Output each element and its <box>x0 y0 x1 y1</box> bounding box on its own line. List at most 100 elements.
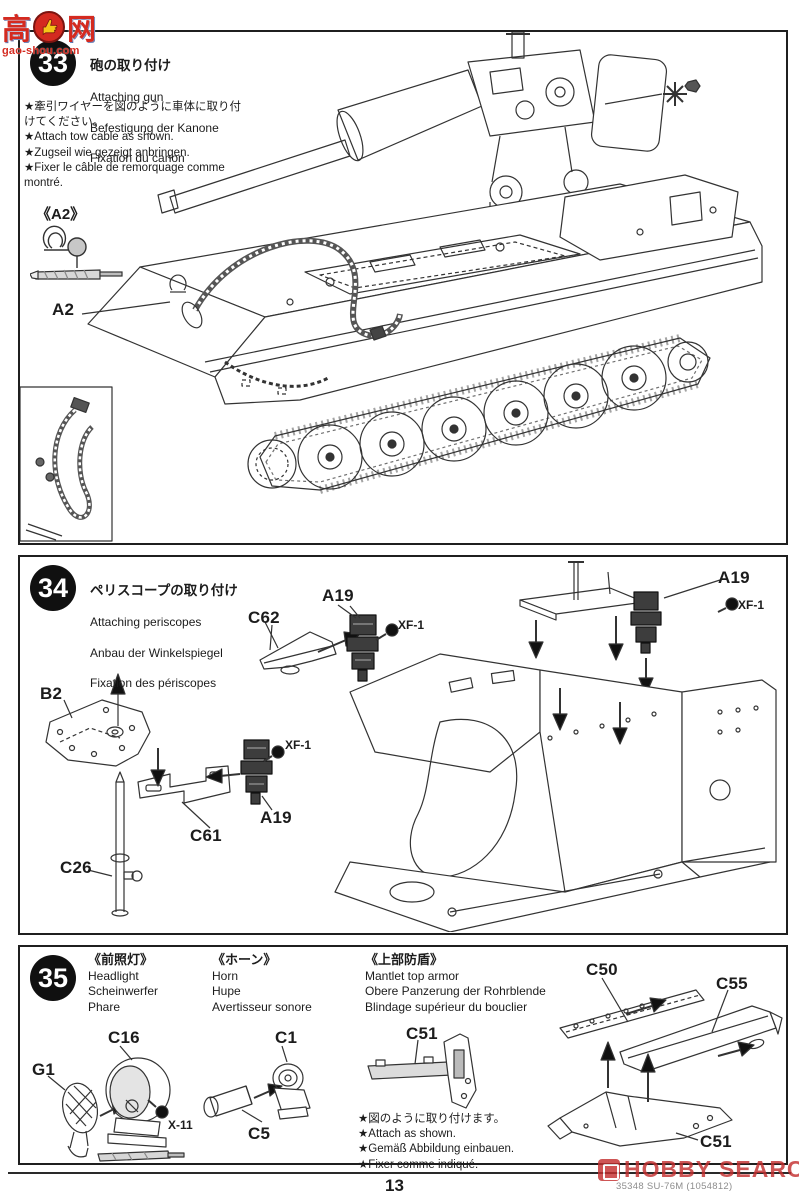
thumbs-up-glyph <box>42 19 58 36</box>
part-label-c51-left: C51 <box>406 1024 438 1043</box>
tow-cable <box>181 237 403 341</box>
note-en: ★Attach as shown. <box>358 1128 456 1141</box>
horn-section-header: 《ホーン》 Horn Hupe Avertisseur sonore <box>212 952 312 1016</box>
paint-label-xf1-right: XF-1 <box>738 598 765 612</box>
horn-ja: 《ホーン》 <box>212 952 277 967</box>
c1-part <box>272 1063 311 1120</box>
step-33-illustration <box>20 32 763 542</box>
gaoshou-watermark: 高 网 gao-shou.com <box>2 6 112 57</box>
c51-base-part <box>547 1091 733 1147</box>
mantlet-ja: 《上部防盾》 <box>365 952 444 967</box>
part-label-c26: C26 <box>60 858 92 877</box>
a2-part-label: A2 <box>52 300 75 319</box>
grease-mark-icon <box>604 79 701 106</box>
note-fr: ★Fixer comme indiqué. <box>358 1158 479 1171</box>
mantlet-en: Mantlet top armor <box>365 968 460 983</box>
arrow-into-c61 <box>150 748 166 787</box>
step-34-title-fr: Fixation des périscopes <box>90 676 217 691</box>
part-label-c55: C55 <box>716 974 748 993</box>
hobby-search-text: HOBBY SEARCH <box>624 1156 799 1182</box>
step-35-number: 35 <box>37 962 69 993</box>
step-33-title-ja: 砲の取り付け <box>90 58 171 74</box>
footer-rule <box>8 1172 791 1174</box>
part-label-c50: C50 <box>586 960 618 979</box>
step-35-illustration <box>47 977 783 1162</box>
step-33-title-en: Attaching gun <box>90 89 164 104</box>
note-de: ★Gemäß Abbildung einbauen. <box>358 1143 515 1156</box>
page-number: 13 <box>385 1176 404 1195</box>
a2-shackle-parts-icon <box>30 225 123 280</box>
note-ja: ★牽引ワイヤーを図のように車体に取り付けてください。 <box>24 101 241 129</box>
part-label-b2: B2 <box>40 684 63 703</box>
headlight-section-header: 《前照灯》 Headlight Scheinwerfer Phare <box>88 952 158 1016</box>
paint-dot-xf1-top <box>375 623 399 641</box>
a19-top-part <box>346 614 379 682</box>
arrow-into-c55-top <box>625 997 667 1015</box>
hull <box>87 174 763 405</box>
a19-right-part <box>630 591 662 654</box>
step-34-number-badge: 34 <box>30 565 76 611</box>
step-34-illustration <box>45 561 777 932</box>
step-34-number: 34 <box>37 572 69 603</box>
step-35-note: ★図のように取り付けます。 ★Attach as shown. ★Gemäß A… <box>358 1112 593 1173</box>
paint-dot-x11 <box>147 1099 169 1119</box>
step-34-titles: ペリスコープの取り付け Attaching periscopes Anbau d… <box>90 567 238 707</box>
horn-fr: Avertisseur sonore <box>212 1000 312 1015</box>
step-33-number-badge: 33 <box>30 40 76 86</box>
step-34-title-en: Attaching periscopes <box>90 614 202 629</box>
gaoshou-char-left: 高 <box>2 14 32 46</box>
note-ja: ★図のように取り付けます。 <box>358 1113 506 1125</box>
part-label-c5: C5 <box>248 1124 271 1143</box>
c5-part <box>203 1085 253 1118</box>
part-label-c16: C16 <box>108 1028 140 1047</box>
fighting-compartment <box>334 653 777 932</box>
a19-mid-part <box>240 739 273 805</box>
part-label-a19-mid: A19 <box>260 808 292 827</box>
a2-leader <box>81 274 187 315</box>
mantlet-section-header: 《上部防盾》 Mantlet top armor Obere Panzerung… <box>365 952 546 1016</box>
b2-part <box>45 673 151 767</box>
horn-en: Horn <box>212 968 239 983</box>
step-33-number: 33 <box>37 47 69 78</box>
paint-dot-xf1-right <box>717 597 739 613</box>
hobby-search-logo-icon <box>598 1158 620 1181</box>
paint-label-xf1-mid: XF-1 <box>285 738 312 752</box>
c26-part <box>110 771 143 917</box>
horn-de: Hupe <box>212 984 241 999</box>
gaoshou-char-right: 网 <box>67 14 97 46</box>
c51-left-part <box>367 1033 477 1109</box>
inset-detail-box <box>20 386 113 542</box>
c51-up-arrows <box>600 1041 656 1102</box>
cable-attachment-dashed <box>224 360 331 395</box>
headlight-fr: Phare <box>88 1000 121 1015</box>
step-34-title-de: Anbau der Winkelspiegel <box>90 645 223 660</box>
gaoshou-url: gao-shou.com <box>2 45 80 57</box>
g1-lens-part <box>61 1082 185 1162</box>
part-label-a19-right: A19 <box>718 568 750 587</box>
a19-to-c61-arrow <box>205 768 241 784</box>
note-en: ★Attach tow cable as shown. <box>24 131 174 144</box>
part-label-g1: G1 <box>32 1060 56 1079</box>
note-fr: ★Fixer le câble de remorquage comme mont… <box>24 161 225 189</box>
step-33-titles: 砲の取り付け Attaching gun Befestigung der Kan… <box>90 42 219 182</box>
running-gear <box>247 334 711 494</box>
headlight-ja: 《前照灯》 <box>88 952 154 967</box>
hobby-search-watermark: HOBBY SEARCH <box>598 1156 799 1183</box>
roof-plate-and-rod <box>519 561 645 661</box>
part-label-c61: C61 <box>190 826 222 845</box>
part-label-c51-right: C51 <box>700 1132 732 1151</box>
step-33-title-de: Befestigung der Kanone <box>90 120 219 135</box>
step-33-title-fr: Fixation du canon <box>90 151 185 166</box>
a2-parts-callout: 《A2》 <box>36 206 86 223</box>
part-label-c1: C1 <box>275 1028 298 1047</box>
thumbs-up-icon <box>33 11 66 43</box>
mantlet-fr: Blindage supérieur du bouclier <box>365 1000 528 1015</box>
gun-assembly <box>157 32 668 261</box>
step-34-title-ja: ペリスコープの取り付け <box>90 583 238 599</box>
arrow-into-c55-slot <box>717 1041 755 1057</box>
mantlet-de: Obere Panzerung der Rohrblende <box>365 984 546 999</box>
paint-label-x11: X-11 <box>168 1118 193 1132</box>
paint-dot-xf1-mid <box>263 745 285 762</box>
c61-part <box>137 765 231 804</box>
